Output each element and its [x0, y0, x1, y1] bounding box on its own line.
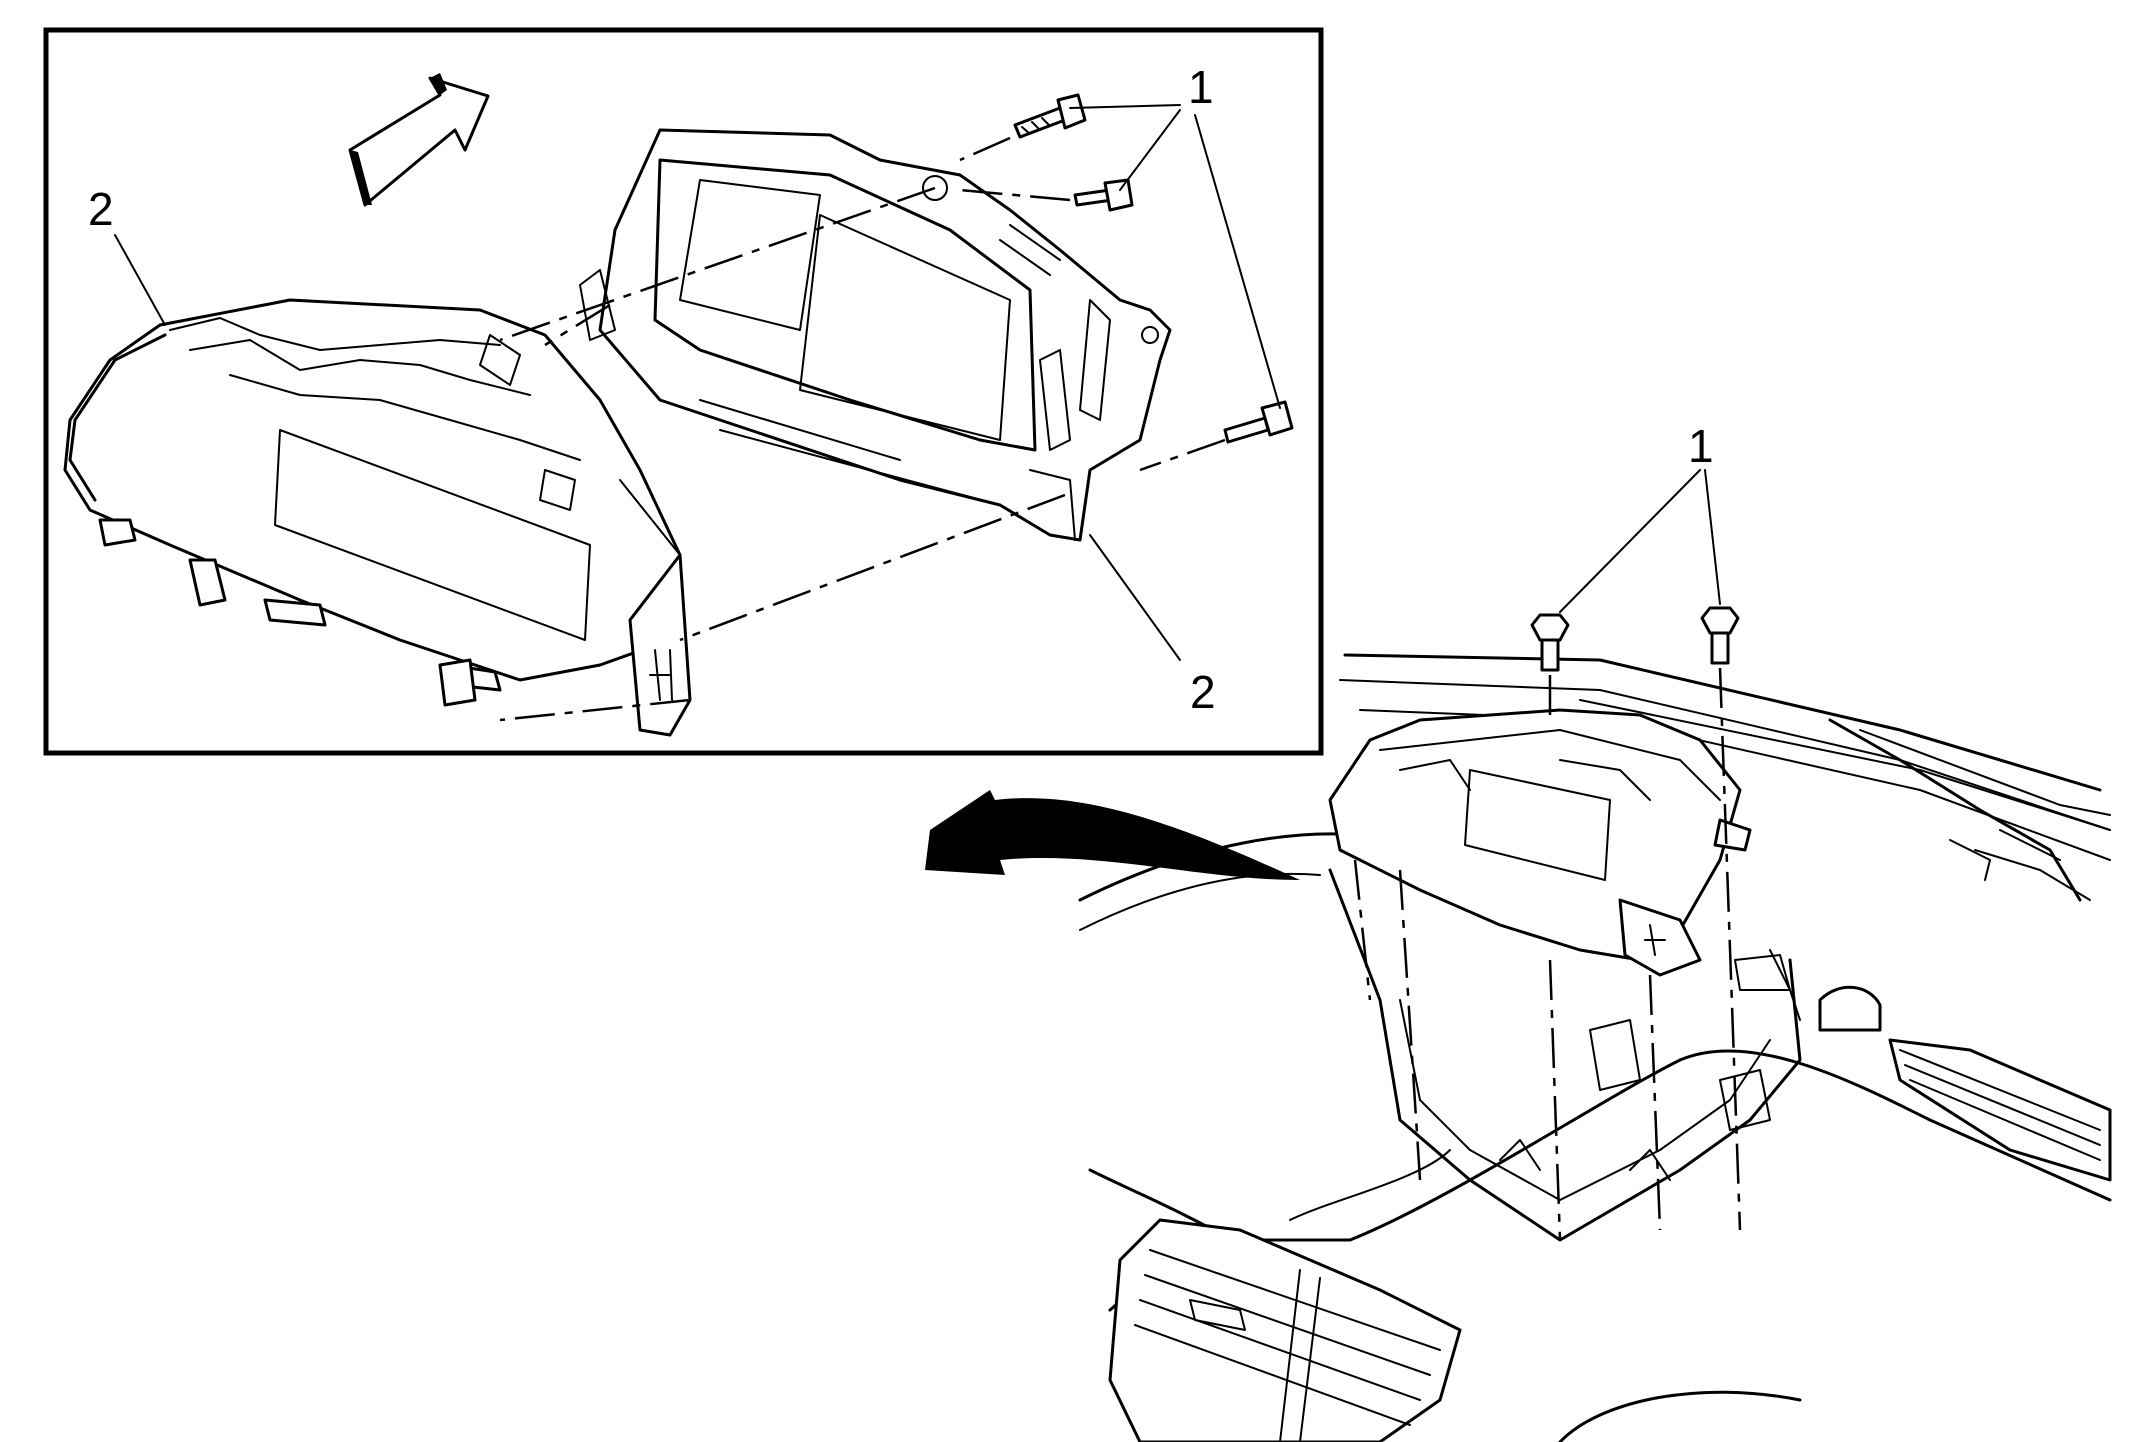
alignment-line: [1353, 859, 1372, 1001]
curved-arrow-icon: [925, 790, 1300, 880]
inset-panel: 1 2 2: [43, 27, 1324, 756]
air-vent: [1108, 1218, 1462, 1442]
forward-arrow-icon: [348, 73, 490, 207]
bolt-icon: [1530, 613, 1570, 672]
bolt-icon: [1223, 400, 1294, 444]
alignment-line: [499, 698, 691, 722]
alignment-line: [1398, 869, 1422, 1181]
installed-cluster: [1328, 708, 1752, 977]
leader-line: [1089, 534, 1181, 661]
leader-line: [1194, 114, 1281, 409]
alignment-line: [679, 493, 1066, 642]
alignment-line: [1548, 959, 1562, 1241]
bolt-icon: [1013, 93, 1087, 139]
leader-line: [1069, 104, 1181, 109]
callout-inset-fastener: 1: [1188, 61, 1214, 113]
display-module: [579, 128, 1172, 542]
alignment-line: [544, 303, 611, 347]
cluster-housing: [63, 298, 692, 737]
alignment-line: [959, 136, 1011, 162]
bolt-icon: [1073, 178, 1134, 212]
leader-line: [1559, 469, 1701, 613]
alignment-line: [1139, 438, 1226, 472]
alignment-line: [1718, 667, 1742, 1231]
bolt-icon: [1700, 606, 1740, 665]
callout-inset-housing-right: 2: [1190, 666, 1216, 718]
alignment-line: [1648, 974, 1662, 1231]
alignment-line: [499, 186, 936, 342]
callout-inset-housing-left: 2: [88, 183, 114, 235]
alignment-line: [959, 188, 1071, 202]
leader-line: [1119, 109, 1181, 191]
callout-vehicle-fastener: 1: [1688, 420, 1714, 472]
leader-line: [114, 234, 166, 326]
vehicle-view: 1: [1078, 420, 2112, 1442]
leader-line: [1704, 469, 1721, 605]
